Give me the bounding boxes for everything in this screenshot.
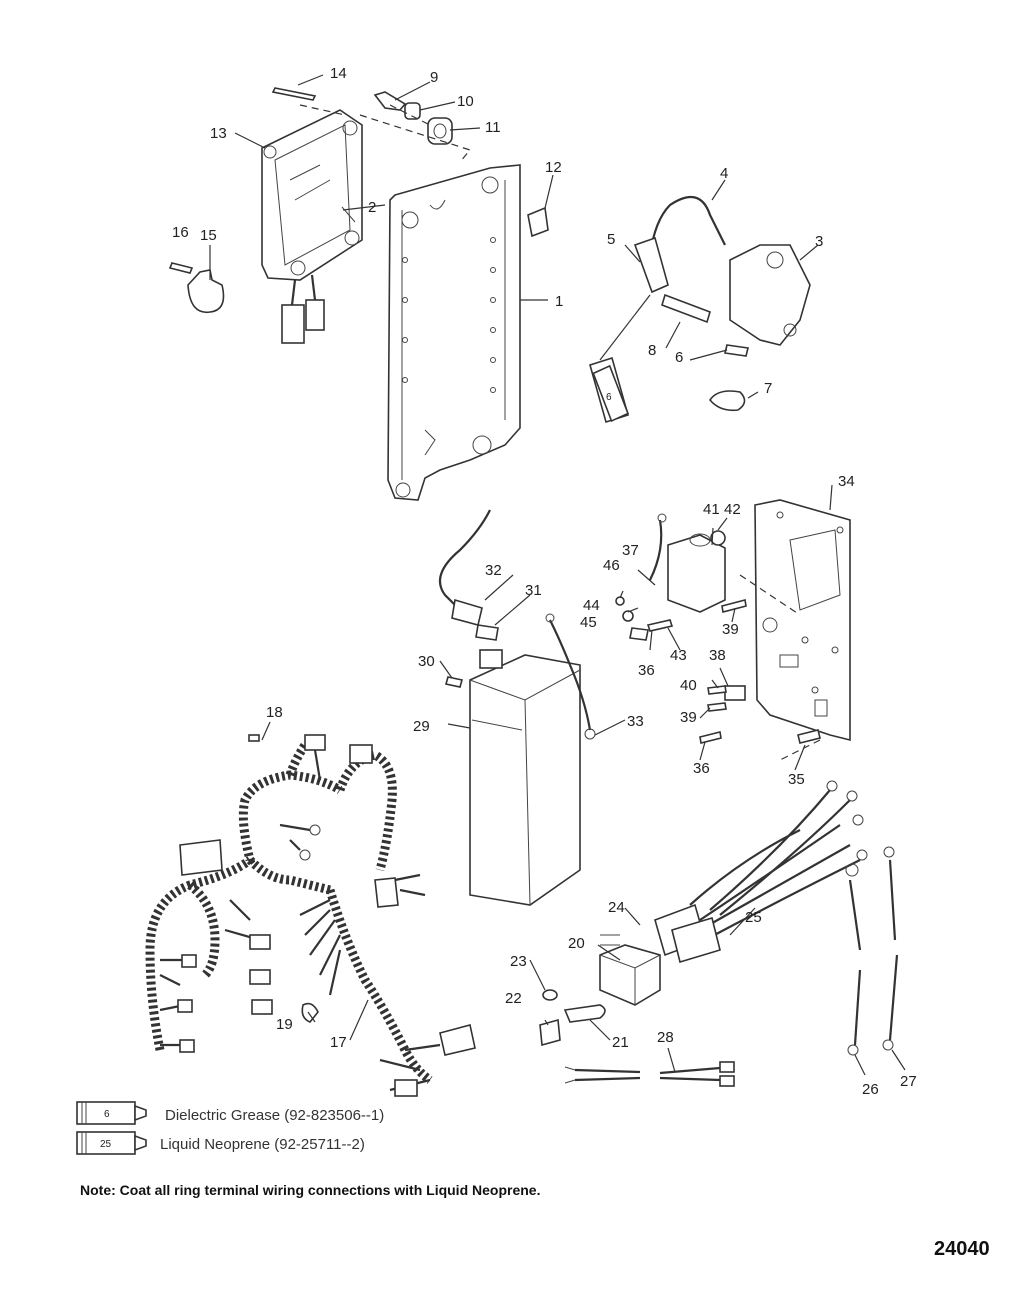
- callout-18: 18: [266, 704, 283, 721]
- callout-11: 11: [485, 119, 501, 136]
- callout-2: 2: [368, 199, 376, 216]
- callout-39-upper: 39: [722, 621, 739, 638]
- ecu-mounting-hardware: [271, 87, 549, 238]
- sensor-assembly-part: [589, 195, 811, 424]
- callout-36-lower: 36: [693, 760, 710, 777]
- callout-12: 12: [545, 159, 562, 176]
- terminal-parts: [248, 734, 319, 1023]
- callout-39-lower: 39: [680, 709, 697, 726]
- coil-housing-part: [444, 613, 596, 906]
- callout-41: 41: [703, 501, 720, 518]
- callout-17: 17: [330, 1034, 347, 1051]
- callout-9: 9: [430, 69, 438, 86]
- leader-lines: [209, 74, 906, 1076]
- callout-40: 40: [680, 677, 697, 694]
- callout-7: 7: [764, 380, 772, 397]
- callout-16: 16: [172, 224, 189, 241]
- jumper-wire-part: [564, 1061, 735, 1087]
- grease-tube-icon: 6: [592, 364, 629, 423]
- coating-note: Note: Coat all ring terminal wiring conn…: [80, 1182, 541, 1198]
- callout-28: 28: [657, 1029, 674, 1046]
- figure-id: 24040: [934, 1238, 990, 1260]
- callout-3: 3: [815, 233, 823, 250]
- callout-24: 24: [608, 899, 625, 916]
- legend-tube-number: 6: [104, 1109, 110, 1120]
- callout-22: 22: [505, 990, 522, 1007]
- starter-solenoid-part: [615, 513, 821, 744]
- callout-36-upper: 36: [638, 662, 655, 679]
- callout-20: 20: [568, 935, 585, 952]
- clamp-part: [168, 262, 225, 314]
- callout-13: 13: [210, 125, 227, 142]
- callout-21: 21: [612, 1034, 629, 1051]
- legend-grease-text: Dielectric Grease (92-823506--1): [165, 1107, 384, 1124]
- legend-tube-neoprene: 25: [76, 1131, 147, 1155]
- callout-44: 44: [583, 597, 600, 614]
- callout-31: 31: [525, 582, 542, 599]
- callout-8: 8: [648, 342, 656, 359]
- legend-tube-grease: 6: [76, 1101, 147, 1125]
- callout-27: 27: [900, 1073, 917, 1090]
- callout-30: 30: [418, 653, 435, 670]
- callout-14: 14: [330, 65, 347, 82]
- relay-hardware: [539, 989, 606, 1047]
- callout-4: 4: [720, 165, 728, 182]
- callout-5: 5: [607, 231, 615, 248]
- callout-38: 38: [709, 647, 726, 664]
- lead-wire-part: [438, 509, 499, 641]
- callout-1: 1: [555, 293, 563, 310]
- callout-19: 19: [276, 1016, 293, 1033]
- callout-15: 15: [200, 227, 217, 244]
- callout-10: 10: [457, 93, 474, 110]
- tube-number-label: 6: [606, 392, 612, 403]
- callout-35: 35: [788, 771, 805, 788]
- callout-6-upper: 6: [675, 349, 683, 366]
- legend-neoprene-text: Liquid Neoprene (92-25711--2): [160, 1136, 365, 1153]
- callout-43: 43: [670, 647, 687, 664]
- legend-tube-number: 25: [100, 1139, 112, 1150]
- callout-29: 29: [413, 718, 430, 735]
- callout-42: 42: [724, 501, 741, 518]
- main-wiring-harness-part: [145, 734, 476, 1097]
- callout-labels: 14 9 10 11 13 12 4 2 16 15 5 3 1 8 6 7 3…: [172, 65, 917, 1098]
- mounting-plate-part: [387, 164, 521, 501]
- ecu-module-part: [261, 109, 363, 344]
- callout-34: 34: [838, 473, 855, 490]
- callout-32: 32: [485, 562, 502, 579]
- relay-part: [599, 934, 661, 1006]
- callout-33: 33: [627, 713, 644, 730]
- callout-23: 23: [510, 953, 527, 970]
- callout-46: 46: [603, 557, 620, 574]
- electrical-plate-part: [739, 499, 851, 761]
- battery-harness-part: [654, 780, 868, 964]
- callout-25: 25: [745, 909, 762, 926]
- battery-cables-part: [845, 846, 899, 1056]
- callout-37: 37: [622, 542, 639, 559]
- callout-26: 26: [862, 1081, 879, 1098]
- callout-45: 45: [580, 614, 597, 631]
